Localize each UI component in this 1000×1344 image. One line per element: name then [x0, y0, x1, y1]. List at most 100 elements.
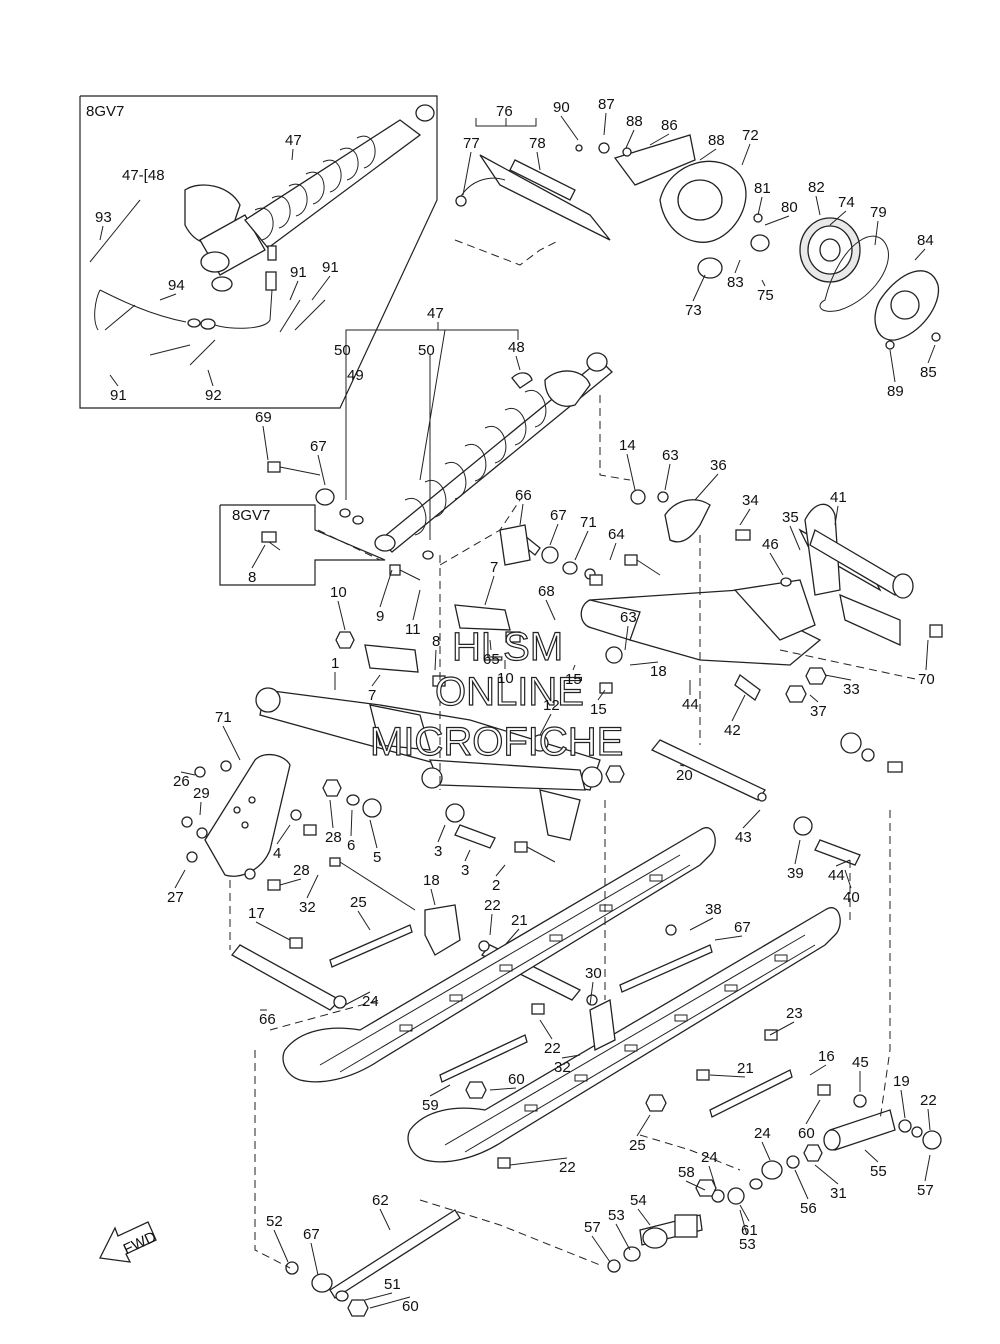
callout-79: 79: [870, 204, 887, 221]
rear-arm-assembly: [580, 499, 914, 701]
leader-38: [689, 917, 714, 931]
callout-8: 8: [248, 569, 256, 586]
leader-46: [769, 552, 784, 576]
callout-10: 10: [330, 584, 347, 601]
leader-30: [589, 981, 594, 1006]
leader-22: [539, 1019, 553, 1040]
leader-81: [757, 196, 763, 216]
callout-25: 25: [350, 894, 367, 911]
callout-63: 63: [620, 609, 637, 626]
callout-32: 32: [299, 899, 316, 916]
leader-8: [251, 544, 266, 569]
callout-90: 90: [553, 99, 570, 116]
leader-80: [764, 215, 790, 226]
callout-18: 18: [650, 663, 667, 680]
leader-74: [829, 210, 847, 226]
leader-35: [789, 525, 801, 551]
callout-84: 84: [917, 232, 934, 249]
leader-56: [794, 1169, 809, 1200]
callout-41: 41: [830, 489, 847, 506]
callout-46: 46: [762, 536, 779, 553]
callout-76: 76: [496, 103, 513, 120]
leader-47: [291, 148, 294, 161]
callout-71: 71: [580, 514, 597, 531]
leader-71: [574, 530, 589, 561]
leader-91: [311, 275, 331, 301]
callout-10: 10: [497, 670, 514, 687]
callout-74: 74: [838, 194, 855, 211]
leader-57: [924, 1154, 931, 1182]
watermark-line-3: MICROFICHE: [370, 720, 623, 764]
fasteners: [181, 142, 943, 1317]
leader-65: [489, 639, 492, 651]
callout-21: 21: [511, 912, 528, 929]
callout-66: 66: [515, 487, 532, 504]
callout-49: 49: [347, 367, 364, 384]
callout-32: 32: [554, 1059, 571, 1076]
leader-8: [434, 649, 437, 671]
leader-22: [489, 913, 493, 936]
leader-3: [464, 849, 471, 862]
callout-17: 17: [248, 905, 265, 922]
callout-53: 53: [608, 1207, 625, 1224]
leader-23: [769, 1021, 795, 1036]
callout-23: 23: [786, 1005, 803, 1022]
leader-53: [739, 1209, 748, 1236]
leader-94: [159, 293, 177, 301]
callout-62: 62: [372, 1192, 389, 1209]
callout-22: 22: [484, 897, 501, 914]
callout-14: 14: [619, 437, 636, 454]
callout-11: 11: [405, 621, 421, 638]
callout-68: 68: [538, 583, 555, 600]
leader-55: [864, 1149, 879, 1163]
callout-57: 57: [917, 1182, 934, 1199]
callout-33: 33: [843, 681, 860, 698]
leader-42: [731, 694, 746, 722]
leader-16: [809, 1064, 827, 1076]
callout-24: 24: [754, 1125, 771, 1142]
callout-5: 5: [373, 849, 381, 866]
callout-77: 77: [463, 135, 480, 152]
leader-52: [273, 1229, 289, 1263]
callout-78: 78: [529, 135, 546, 152]
callout-82: 82: [808, 179, 825, 196]
leader-88: [625, 129, 635, 149]
leader-24: [761, 1141, 771, 1161]
leader-21: [709, 1074, 746, 1078]
callout-24: 24: [362, 993, 379, 1010]
callout-28: 28: [325, 829, 342, 846]
leader-82: [815, 195, 821, 216]
callout-39: 39: [787, 865, 804, 882]
leader-10: [337, 600, 346, 631]
callout-22: 22: [544, 1040, 561, 1057]
leader-28: [329, 799, 334, 829]
fwd-arrow: FWD: [99, 1221, 159, 1263]
leader-83: [734, 259, 741, 274]
callout-91: 91: [322, 259, 339, 276]
callout-40: 40: [843, 889, 860, 906]
inset-main-label: 8GV7: [86, 103, 124, 120]
leader-63: [624, 625, 629, 651]
callout-35: 35: [782, 509, 799, 526]
callout-91: 91: [110, 387, 127, 404]
leader-26: [180, 771, 196, 776]
callout-15: 15: [590, 701, 607, 718]
watermark: HLSM ONLINE MICROFICHE: [369, 624, 624, 764]
callout-26: 26: [173, 773, 190, 790]
callout-16: 16: [818, 1048, 835, 1065]
leader-15: [572, 664, 576, 671]
callout-45: 45: [852, 1054, 869, 1071]
front-arm-assembly: [255, 604, 603, 841]
callout-15: 15: [565, 671, 582, 688]
leader-20: [679, 764, 685, 767]
callout-37: 37: [810, 703, 827, 720]
leader-87: [603, 112, 607, 136]
inset-box-main: 8GV7: [79, 95, 438, 409]
callout-57: 57: [584, 1219, 601, 1236]
leader-18: [629, 661, 659, 666]
leader-72: [741, 143, 751, 166]
callout-92: 92: [205, 387, 222, 404]
callout-58: 58: [678, 1164, 695, 1181]
callout-86: 86: [661, 117, 678, 134]
callout-2: 2: [492, 877, 500, 894]
